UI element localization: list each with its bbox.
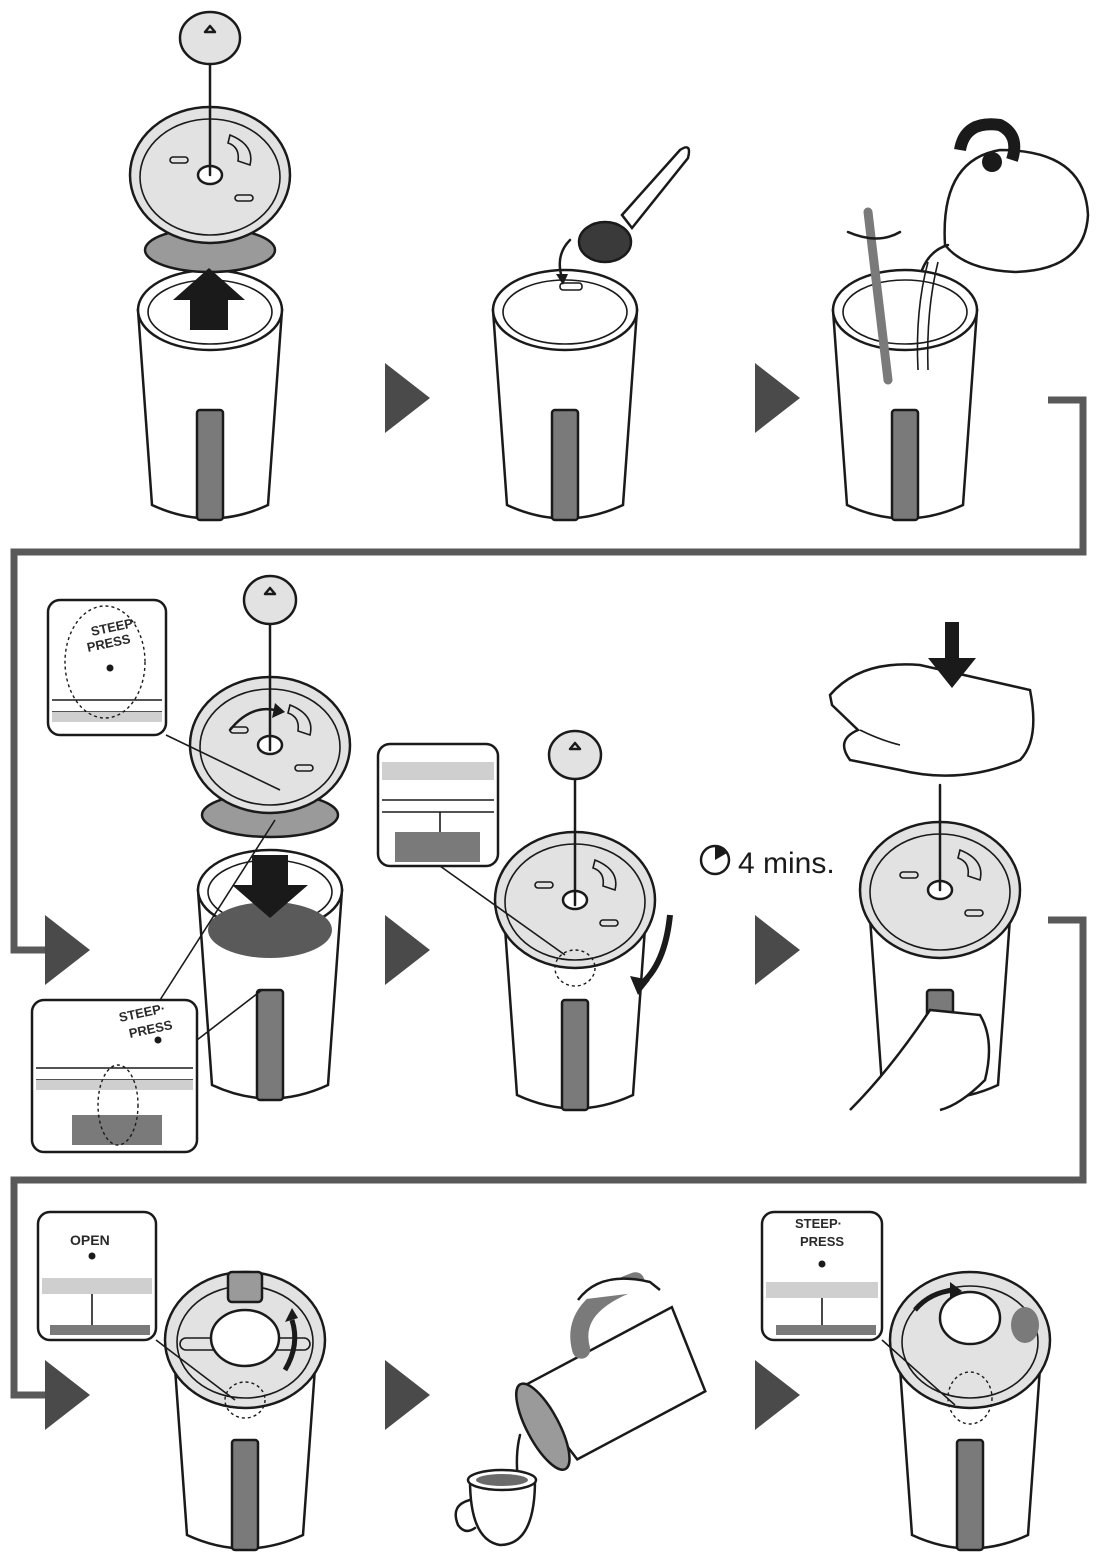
- timer-label: 4 mins.: [738, 847, 835, 880]
- up-arrow-icon: [173, 268, 245, 330]
- add-tea-spoon-icon: [491, 146, 691, 522]
- timer: 4 mins.: [699, 844, 835, 880]
- pour-water-stir-icon: [831, 118, 1090, 522]
- steep-press-inset: STEEP· PRESS: [46, 598, 281, 791]
- rotate-to-steep-press-icon: STEEP· PRESS: [760, 1210, 1052, 1552]
- remove-lid-icon: [128, 10, 292, 522]
- steep-label: STEEP·: [795, 1216, 842, 1231]
- rotate-lid-icon: [376, 729, 673, 1112]
- pour-into-cup-icon: [454, 1272, 707, 1547]
- step-arrows: [45, 363, 800, 1430]
- flow-connector: [10, 396, 1087, 1399]
- insert-plunger-steep-icon: STEEP· PRESS STEEP· PRESS: [30, 574, 352, 1154]
- down-arrow-icon: [232, 855, 308, 918]
- press-label: PRESS: [800, 1234, 844, 1249]
- open-label: OPEN: [70, 1232, 110, 1248]
- step-arrow: [45, 915, 90, 985]
- open-inset: OPEN: [36, 1210, 236, 1401]
- step-arrow: [45, 1360, 90, 1430]
- rotate-to-open-icon: OPEN: [36, 1210, 327, 1552]
- step-arrow: [385, 363, 430, 433]
- down-arrow-icon: [928, 622, 976, 688]
- step-arrow: [755, 1360, 800, 1430]
- step-arrow: [755, 915, 800, 985]
- step-arrow: [755, 363, 800, 433]
- step-arrow: [385, 1360, 430, 1430]
- press-plunger-icon: [828, 622, 1035, 1112]
- step-arrow: [385, 915, 430, 985]
- lock-inset: [376, 742, 566, 956]
- steep-press-inset-bottom: STEEP· PRESS: [30, 819, 276, 1154]
- steep-press-inset: STEEP· PRESS: [760, 1210, 956, 1406]
